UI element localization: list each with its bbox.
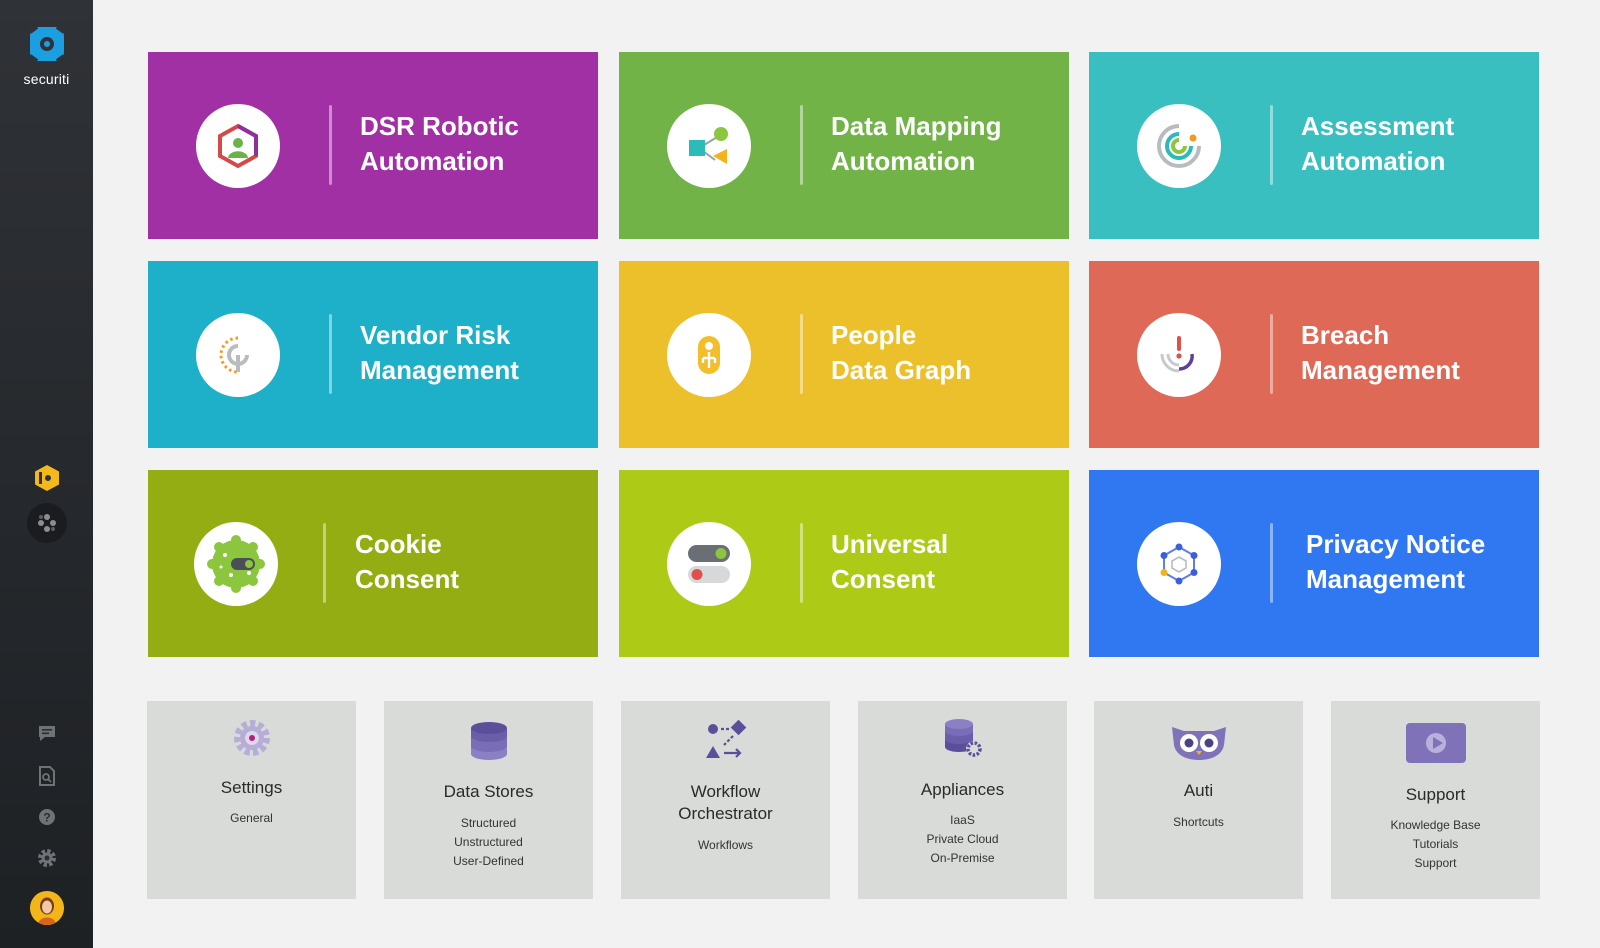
card-data-stores[interactable]: Data Stores Structured Unstructured User…: [384, 701, 593, 899]
tile-title: Data Mapping Automation: [831, 111, 1002, 176]
workflow-icon: [621, 720, 830, 760]
divider: [800, 105, 803, 185]
card-sub: Structured: [460, 816, 517, 830]
card-title: Appliances: [920, 780, 1005, 799]
tile-title: Assessment Automation: [1301, 111, 1455, 176]
sidebar: securiti ?: [0, 0, 93, 948]
card-sub: On-Premise: [930, 851, 995, 865]
universal-consent-icon: [667, 522, 751, 606]
tile-title: Breach Management: [1301, 320, 1460, 385]
tile-title: Cookie Consent: [355, 529, 459, 594]
card-sub: Unstructured: [454, 835, 523, 849]
help-icon[interactable]: ?: [35, 805, 59, 829]
card-sub: Support: [1414, 856, 1457, 870]
brand-name: securiti: [23, 71, 70, 87]
card-title: Settings: [220, 778, 283, 797]
tile-breach-management[interactable]: Breach Management: [1089, 261, 1539, 448]
svg-text:?: ?: [43, 811, 50, 825]
card-sub: Knowledge Base: [1390, 818, 1481, 832]
hexagon-app-icon[interactable]: [27, 458, 67, 498]
document-search-icon[interactable]: [35, 764, 59, 788]
card-sub: Shortcuts: [1173, 815, 1224, 829]
card-title: Support: [1405, 785, 1466, 804]
divider: [800, 523, 803, 603]
tile-privacy-notice-management[interactable]: Privacy Notice Management: [1089, 470, 1539, 657]
card-sub: Private Cloud: [926, 832, 999, 846]
card-sub: General: [230, 811, 273, 825]
privacy-notice-icon: [1137, 522, 1221, 606]
card-title: Workflow Orchestrator: [678, 782, 773, 823]
gear-icon[interactable]: [35, 846, 59, 870]
appliance-icon: [858, 717, 1067, 759]
tile-title: DSR Robotic Automation: [360, 111, 519, 176]
tile-title: Vendor Risk Management: [360, 320, 519, 385]
divider: [1270, 105, 1273, 185]
breach-icon: [1137, 313, 1221, 397]
tile-title: Universal Consent: [831, 529, 949, 594]
tile-cookie-consent[interactable]: Cookie Consent: [148, 470, 598, 657]
card-auti[interactable]: Auti Shortcuts: [1094, 701, 1303, 899]
card-title: Auti: [1183, 781, 1214, 800]
card-sub: User-Defined: [453, 854, 524, 868]
assessment-icon: [1137, 104, 1221, 188]
card-title: Data Stores: [443, 782, 534, 801]
card-settings[interactable]: Settings General: [147, 701, 356, 899]
divider: [800, 314, 803, 394]
divider: [1270, 314, 1273, 394]
logo[interactable]: securiti: [0, 24, 93, 87]
people-data-graph-icon: [667, 313, 751, 397]
card-appliances[interactable]: Appliances IaaS Private Cloud On-Premise: [858, 701, 1067, 899]
card-sub: Tutorials: [1412, 837, 1459, 851]
chat-icon[interactable]: [35, 722, 59, 746]
card-support[interactable]: Support Knowledge Base Tutorials Support: [1331, 701, 1540, 899]
cookie-consent-icon: [194, 522, 278, 606]
vendor-risk-icon: [196, 313, 280, 397]
tile-universal-consent[interactable]: Universal Consent: [619, 470, 1069, 657]
card-workflow-orchestrator[interactable]: Workflow Orchestrator Workflows: [621, 701, 830, 899]
securiti-logo-icon: [28, 25, 65, 63]
divider: [329, 105, 332, 185]
divider: [329, 314, 332, 394]
card-sub: Workflows: [697, 838, 754, 852]
tile-dsr-robotic-automation[interactable]: DSR Robotic Automation: [148, 52, 598, 239]
tile-people-data-graph[interactable]: People Data Graph: [619, 261, 1069, 448]
tile-title: People Data Graph: [831, 320, 972, 385]
tile-assessment-automation[interactable]: Assessment Automation: [1089, 52, 1539, 239]
avatar[interactable]: [30, 891, 64, 925]
database-icon: [384, 720, 593, 762]
card-sub: IaaS: [950, 813, 975, 827]
video-play-icon: [1331, 722, 1540, 764]
divider: [323, 523, 326, 603]
divider: [1270, 523, 1273, 603]
settings-icon: [147, 717, 356, 759]
data-mapping-icon: [667, 104, 751, 188]
tile-data-mapping-automation[interactable]: Data Mapping Automation: [619, 52, 1069, 239]
dsr-icon: [196, 104, 280, 188]
apps-grid-icon[interactable]: [27, 503, 67, 543]
owl-icon: [1094, 723, 1303, 761]
tile-vendor-risk-management[interactable]: Vendor Risk Management: [148, 261, 598, 448]
tile-title: Privacy Notice Management: [1306, 529, 1486, 594]
